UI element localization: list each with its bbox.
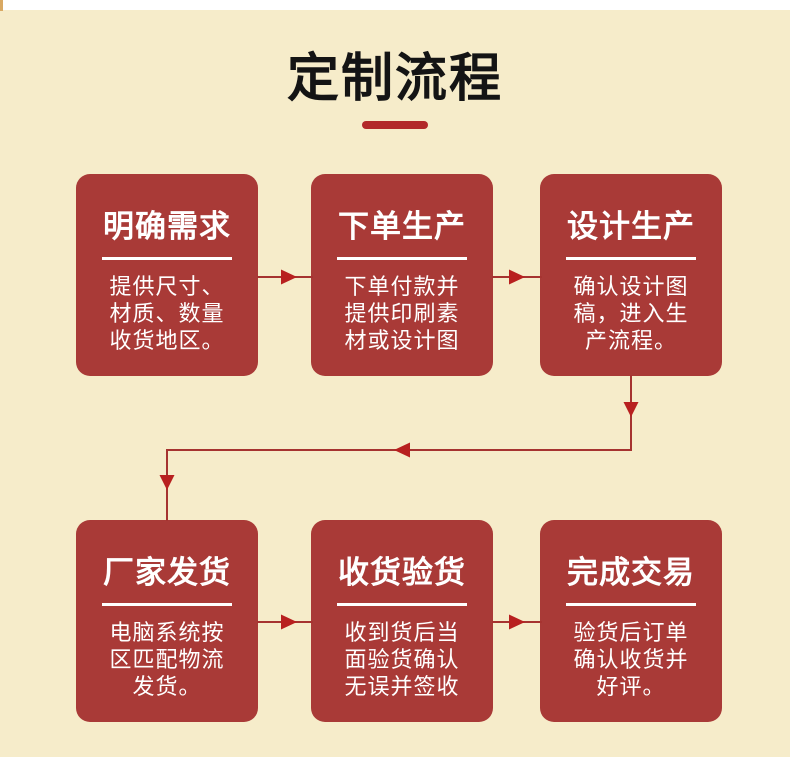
step-description: 下单付款并 提供印刷素 材或设计图	[344, 275, 460, 354]
step-title: 设计生产	[567, 209, 695, 245]
flow-step-card-shipping: 厂家发货 电脑系统按 区匹配物流 发货。	[76, 520, 258, 722]
step-description: 提供尺寸、 材质、数量 收货地区。	[109, 275, 225, 354]
step-description: 收到货后当 面验货确认 无误并签收	[344, 621, 460, 700]
step-title: 下单生产	[338, 209, 466, 245]
step-divider	[337, 603, 467, 606]
step-title: 明确需求	[103, 209, 231, 245]
title-underline-decoration	[362, 121, 428, 129]
step-divider	[566, 257, 696, 260]
step-title: 厂家发货	[103, 555, 231, 591]
step-description: 电脑系统按 区匹配物流 发货。	[109, 621, 225, 700]
page-edge-artifact	[0, 0, 3, 11]
page-title: 定制流程	[286, 49, 503, 109]
step-divider	[102, 257, 232, 260]
flow-step-card-requirements: 明确需求 提供尺寸、 材质、数量 收货地区。	[76, 174, 258, 376]
flow-step-card-design: 设计生产 确认设计图 稿，进入生 产流程。	[540, 174, 722, 376]
flow-step-card-complete: 完成交易 验货后订单 确认收货并 好评。	[540, 520, 722, 722]
step-description: 验货后订单 确认收货并 好评。	[573, 621, 689, 700]
step-title: 完成交易	[567, 555, 695, 591]
flow-step-card-order: 下单生产 下单付款并 提供印刷素 材或设计图	[311, 174, 493, 376]
step-divider	[337, 257, 467, 260]
flow-step-card-inspection: 收货验货 收到货后当 面验货确认 无误并签收	[311, 520, 493, 722]
step-description: 确认设计图 稿，进入生 产流程。	[573, 275, 689, 354]
step-divider	[566, 603, 696, 606]
step-divider	[102, 603, 232, 606]
step-title: 收货验货	[338, 555, 466, 591]
